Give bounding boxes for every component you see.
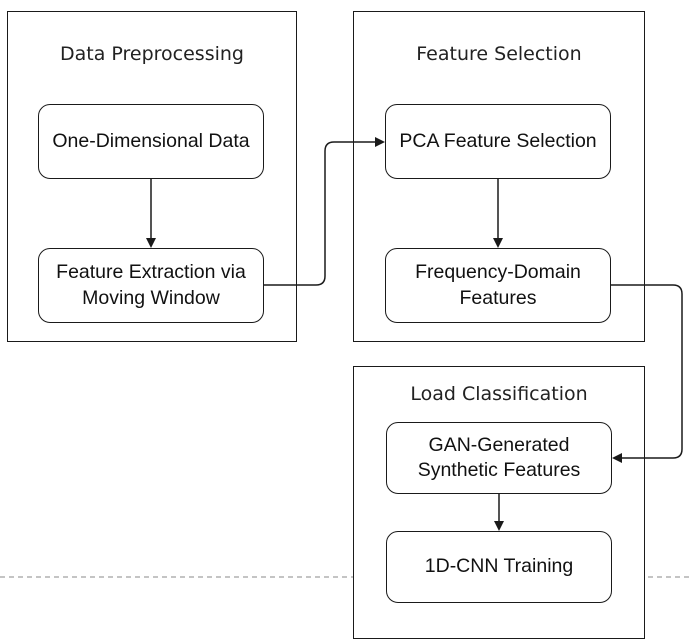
- panel-title-feature-selection: Feature Selection: [416, 43, 582, 65]
- node-1d-cnn-training: 1D-CNN Training: [386, 531, 612, 603]
- node-gan-synthetic-features: GAN-Generated Synthetic Features: [386, 422, 612, 494]
- node-feature-extraction: Feature Extraction via Moving Window: [38, 248, 264, 323]
- node-frequency-domain-features: Frequency-Domain Features: [385, 248, 611, 323]
- panel-title-load-classification: Load Classification: [410, 383, 588, 405]
- node-one-dimensional-data: One-Dimensional Data: [38, 104, 264, 179]
- node-pca-feature-selection: PCA Feature Selection: [385, 104, 611, 179]
- panel-title-data-preprocessing: Data Preprocessing: [59, 43, 244, 65]
